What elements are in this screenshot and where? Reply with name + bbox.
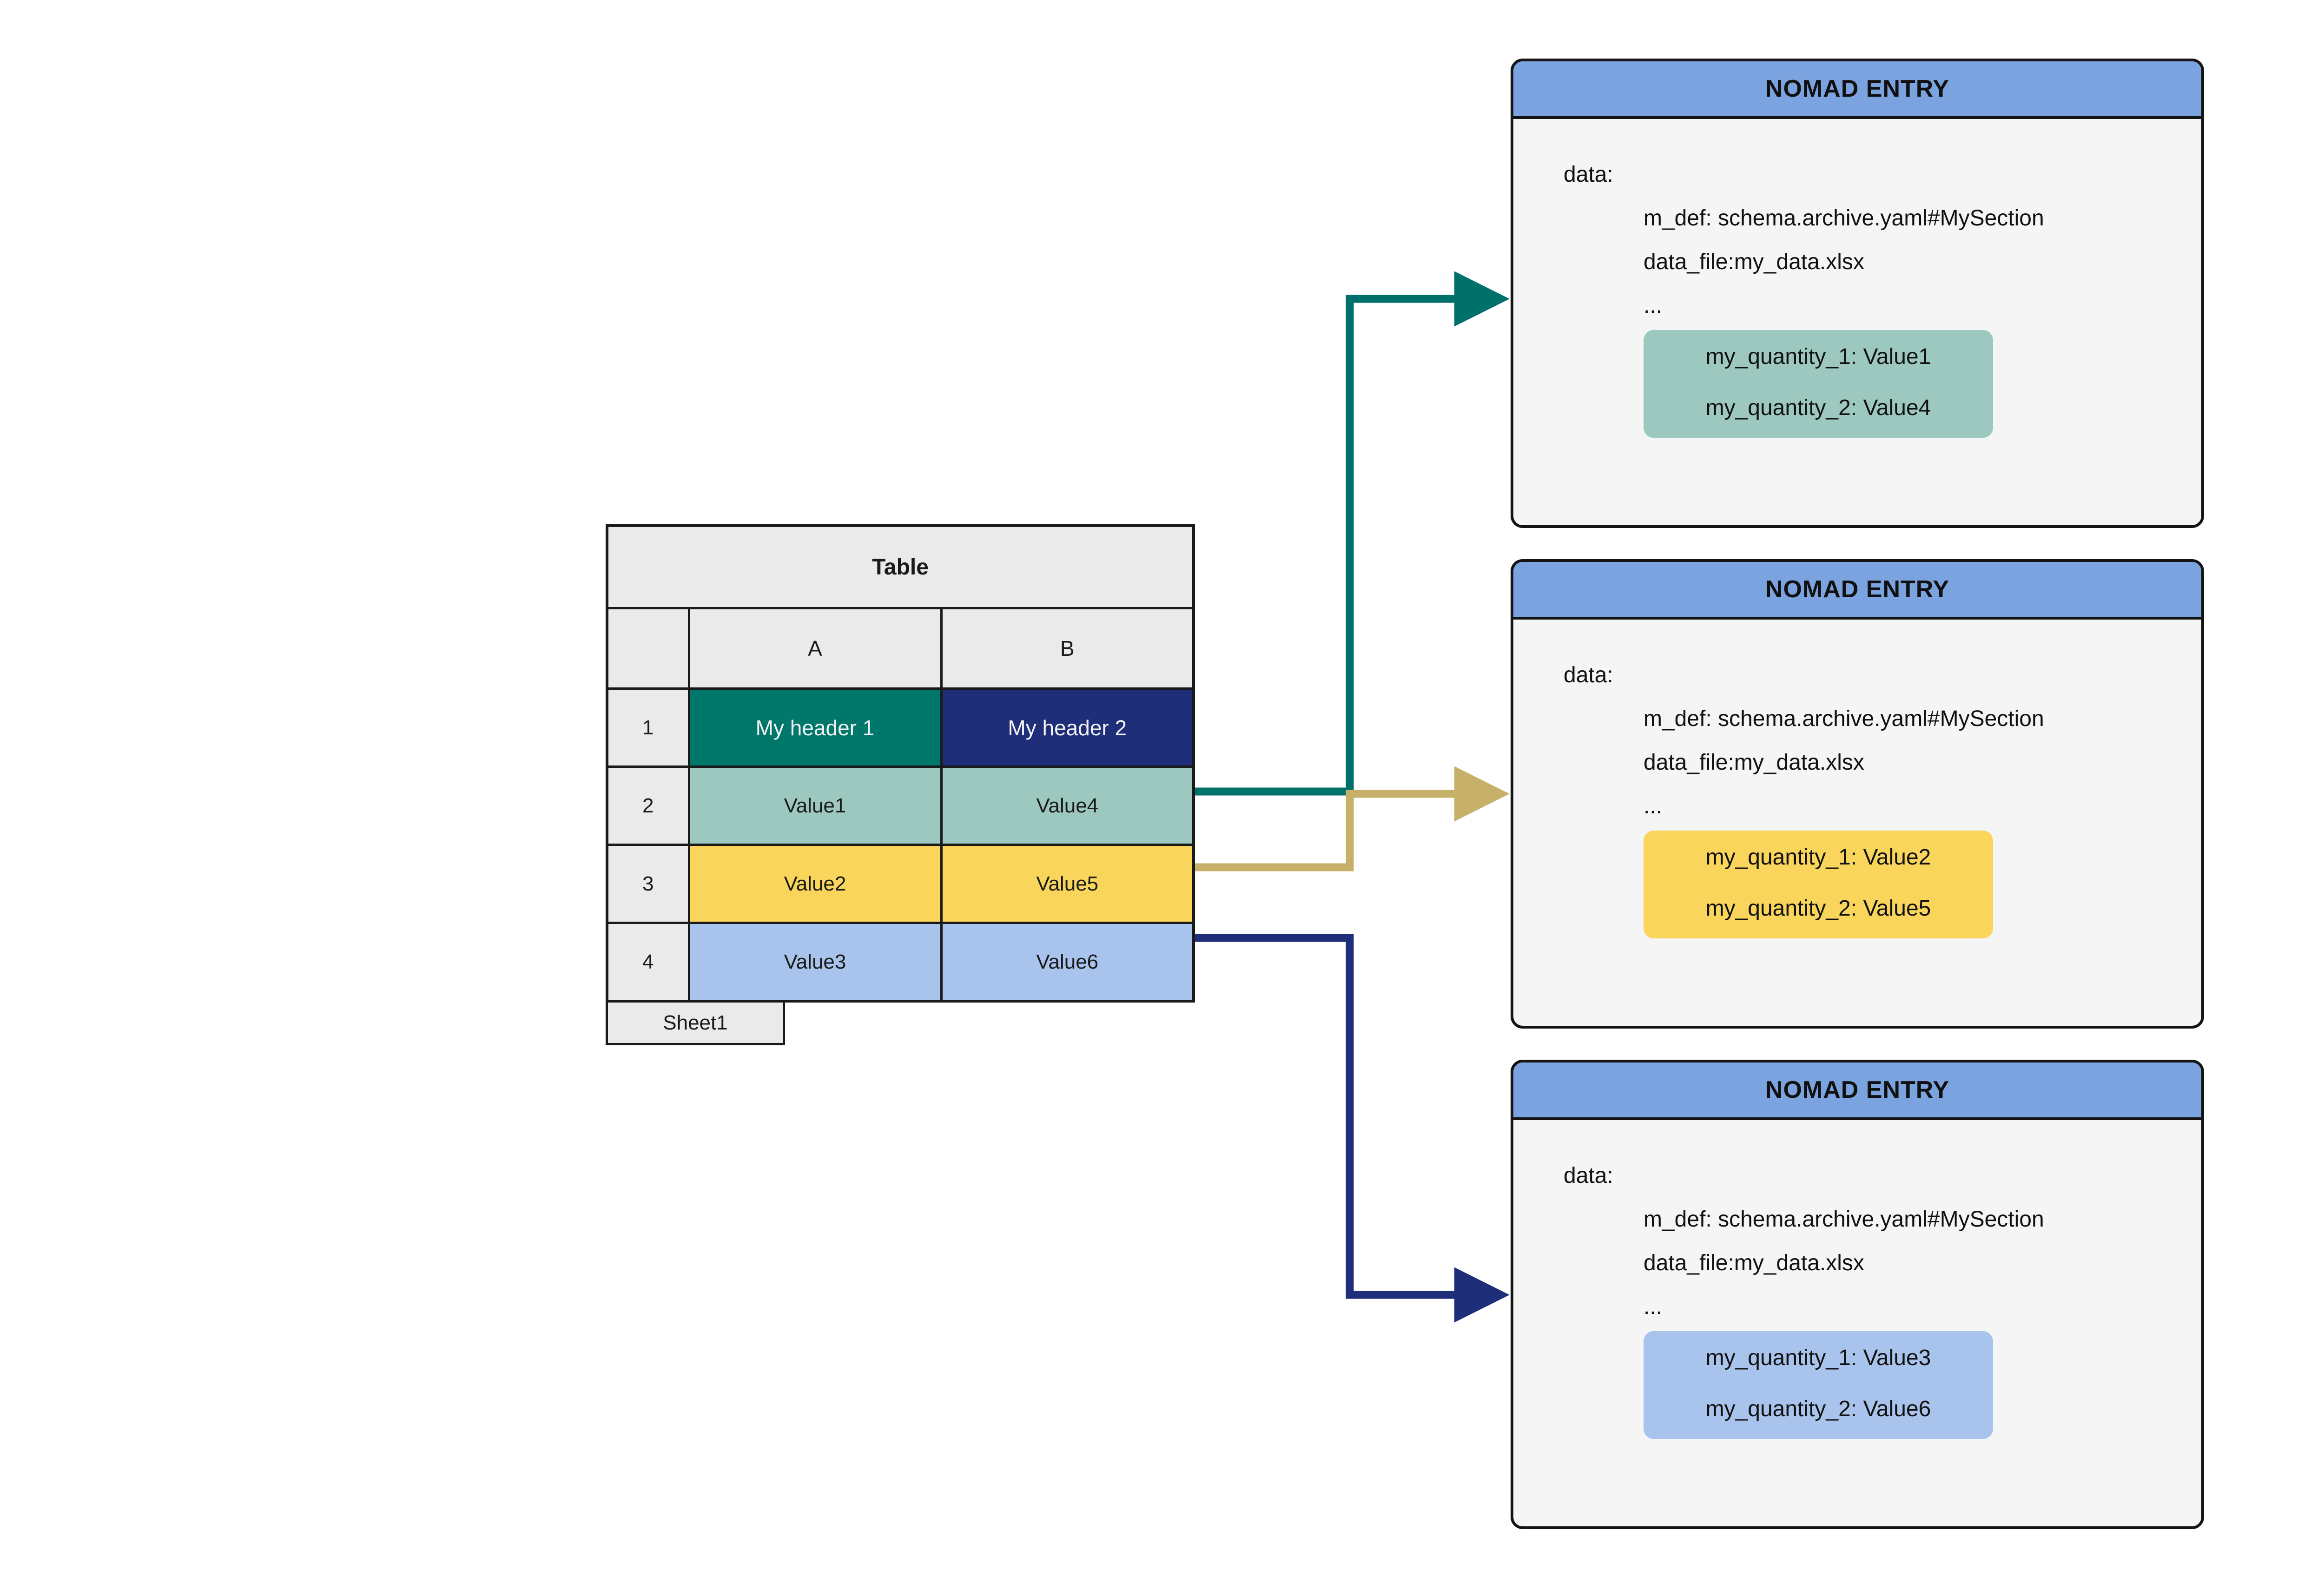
corner-cell	[606, 607, 690, 690]
sheet-tab-sheet1[interactable]: Sheet1	[606, 1003, 785, 1045]
table-caption: Table	[606, 524, 1195, 609]
row-number-4[interactable]: 4	[606, 922, 690, 1003]
highlight-box-2: my_quantity_1: Value2 my_quantity_2: Val…	[1644, 831, 1993, 938]
yaml-data-file-2: data_file:my_data.xlsx	[1644, 750, 1864, 775]
cell-a2[interactable]: Value1	[687, 765, 943, 846]
cell-b1[interactable]: My header 2	[940, 687, 1195, 768]
yaml-data-file-3: data_file:my_data.xlsx	[1644, 1251, 1864, 1275]
table-caption-row: Table	[606, 524, 1195, 609]
nomad-entry-card-3[interactable]: NOMAD ENTRY data: m_def: schema.archive.…	[1511, 1060, 2204, 1529]
highlight-box-1: my_quantity_1: Value1 my_quantity_2: Val…	[1644, 330, 1993, 438]
card-body-2: data: m_def: schema.archive.yaml#MySecti…	[1513, 620, 2201, 1026]
yaml-root-key-3: data:	[1564, 1163, 1613, 1188]
spreadsheet-table: Table A B 1 My header 1 My header 2 2 Va…	[606, 524, 1195, 1045]
cell-a3[interactable]: Value2	[687, 844, 943, 924]
yaml-data-file-1: data_file:my_data.xlsx	[1644, 250, 1864, 274]
row-number-2[interactable]: 2	[606, 765, 690, 846]
table-row: 3 Value2 Value5	[606, 844, 1195, 924]
highlight-quantity-1-card-2: my_quantity_1: Value2	[1705, 845, 1931, 870]
cell-a1[interactable]: My header 1	[687, 687, 943, 768]
column-header-b[interactable]: B	[940, 607, 1195, 690]
table-row: 1 My header 1 My header 2	[606, 687, 1195, 768]
yaml-root-key-2: data:	[1564, 663, 1613, 687]
highlight-quantity-1-card-1: my_quantity_1: Value1	[1705, 344, 1931, 369]
yaml-m-def-2: m_def: schema.archive.yaml#MySection	[1644, 706, 2044, 731]
nomad-entry-card-2[interactable]: NOMAD ENTRY data: m_def: schema.archive.…	[1511, 559, 2204, 1029]
card-body-1: data: m_def: schema.archive.yaml#MySecti…	[1513, 119, 2201, 525]
sheet-grid: Table A B 1 My header 1 My header 2 2 Va…	[606, 524, 1195, 1003]
cell-b2[interactable]: Value4	[940, 765, 1195, 846]
yaml-ellipsis-3: ...	[1644, 1294, 1663, 1319]
highlight-quantity-2-card-1: my_quantity_2: Value4	[1705, 396, 1931, 420]
highlight-quantity-2-card-2: my_quantity_2: Value5	[1705, 896, 1931, 921]
yaml-m-def-1: m_def: schema.archive.yaml#MySection	[1644, 206, 2044, 231]
row-number-1[interactable]: 1	[606, 687, 690, 768]
highlight-quantity-1-card-3: my_quantity_1: Value3	[1705, 1346, 1931, 1370]
cell-b4[interactable]: Value6	[940, 922, 1195, 1003]
connector-row4-to-entry3	[1192, 934, 1510, 1323]
nomad-entry-card-1[interactable]: NOMAD ENTRY data: m_def: schema.archive.…	[1511, 59, 2204, 528]
column-header-row: A B	[606, 607, 1195, 690]
row-number-3[interactable]: 3	[606, 844, 690, 924]
yaml-m-def-3: m_def: schema.archive.yaml#MySection	[1644, 1207, 2044, 1232]
cell-b3[interactable]: Value5	[940, 844, 1195, 924]
card-title-1: NOMAD ENTRY	[1513, 61, 2201, 119]
connector-row2-to-entry1	[1192, 271, 1510, 796]
yaml-root-key-1: data:	[1564, 162, 1613, 187]
card-title-3: NOMAD ENTRY	[1513, 1062, 2201, 1120]
highlight-quantity-2-card-3: my_quantity_2: Value6	[1705, 1397, 1931, 1421]
table-row: 2 Value1 Value4	[606, 765, 1195, 846]
yaml-ellipsis-2: ...	[1644, 794, 1663, 818]
connector-row3-to-entry2	[1192, 766, 1510, 871]
column-header-a[interactable]: A	[687, 607, 943, 690]
table-row: 4 Value3 Value6	[606, 922, 1195, 1003]
card-title-2: NOMAD ENTRY	[1513, 562, 2201, 620]
card-body-3: data: m_def: schema.archive.yaml#MySecti…	[1513, 1120, 2201, 1526]
cell-a4[interactable]: Value3	[687, 922, 943, 1003]
yaml-ellipsis-1: ...	[1644, 293, 1663, 318]
highlight-box-3: my_quantity_1: Value3 my_quantity_2: Val…	[1644, 1331, 1993, 1439]
